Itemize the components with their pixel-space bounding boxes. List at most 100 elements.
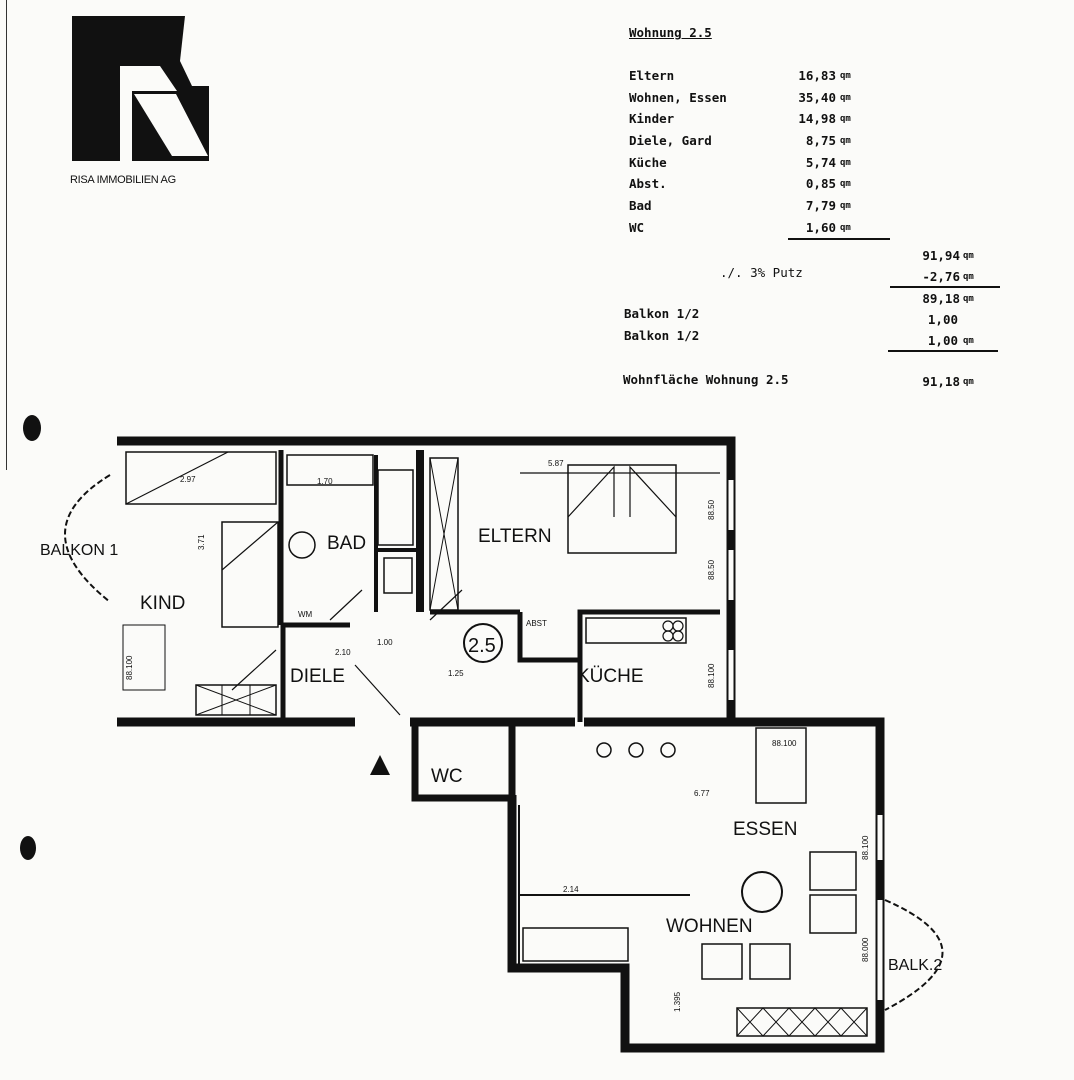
interior-wall [278,450,350,722]
interior-wall [374,455,418,612]
room-label-wc: WC [431,766,463,787]
room-label-bad: BAD [327,533,366,554]
room-area: 1,60 [805,220,836,235]
unit-label: qm [840,114,851,124]
dimension: 6.77 [694,789,710,798]
dimension: 2.14 [563,885,579,894]
wardrobe [125,451,277,505]
scan-margin-line [6,0,7,470]
dimension: 3.71 [197,534,206,550]
total-area: 91,18 [922,374,960,389]
room-area: 0,85 [805,176,836,191]
unit-label: qm [840,158,851,168]
dimension: 1.00 [377,638,393,647]
shelf [195,684,277,716]
after-putz: 89,18 [922,291,960,306]
sum-rule [890,286,1000,288]
window [110,480,883,1000]
room-label-kueche: KÜCHE [577,666,644,687]
unit-label: qm [840,201,851,211]
room-area: 7,79 [805,198,836,213]
dimension: 2.10 [335,648,351,657]
round-table [741,871,783,913]
room-name: Küche [629,155,667,170]
dimension: 88.000 [861,937,870,962]
dimension: 1.70 [317,477,333,486]
sum-rule [888,350,998,352]
room-name: WC [629,220,645,235]
subtotal: 91,94 [922,248,960,263]
punch-hole [23,415,41,441]
cabinet [377,469,414,546]
dimension: 88.100 [125,655,134,680]
room-name: Bad [629,198,652,213]
bathtub [286,454,374,486]
room-label-wohnen: WOHNEN [666,916,753,937]
interior-line [518,805,690,968]
room-label-eltern: ELTERN [478,526,552,547]
unit-label: qm [840,93,851,103]
unit-label: qm [840,179,851,189]
entrance-arrow-icon [370,755,390,775]
toilet [383,557,413,594]
balcony-name: Balkon 1/2 [624,328,700,343]
unit-label: qm [963,336,974,346]
unit-label: qm [840,136,851,146]
room-label-essen: ESSEN [733,819,797,840]
room-area: 5,74 [805,155,836,170]
wc-wall [411,722,516,802]
counter [585,617,687,644]
unit-label: qm [963,294,974,304]
unit-label: qm [963,251,974,261]
room-area: 14,98 [798,111,836,126]
dimension: 2.97 [180,475,196,484]
room-name: Diele, Gard [629,133,712,148]
dimension: 1.395 [673,991,682,1012]
room-area: 16,83 [798,68,836,83]
unit-number-circle [463,623,503,663]
dimension: 5.87 [548,459,564,468]
dimension: 88.100 [861,835,870,860]
room-name: Abst. [629,176,667,191]
room-label-balk2: BALK.2 [888,957,942,974]
washing-machine-label: WM [298,610,313,619]
unit-label: qm [840,71,851,81]
shower-drain [288,531,316,559]
room-name: Eltern [629,68,675,83]
table [755,727,807,804]
dimension: 88.50 [707,499,716,520]
balcony-area: 1,00 [927,312,958,327]
dimension: 88.100 [772,739,797,748]
room-name: Wohnen, Essen [629,90,727,105]
putz-label: ./. 3% Putz [720,265,803,280]
outer-wall [507,717,885,1053]
radiator-shelf [736,1007,868,1037]
company-name: RISA IMMOBILIEN AG [70,174,176,186]
wardrobe [429,457,459,611]
balcony-2-outline [884,899,944,1011]
punch-hole [20,836,36,860]
sum-rule [788,238,890,240]
unit-number: 2.5 [468,635,496,657]
room-label-balkon1: BALKON 1 [40,542,118,559]
bed [221,521,279,628]
double-bed [567,464,677,554]
unit-label: qm [963,272,974,282]
room-label-abst: ABST [526,619,547,628]
room-label-diele: DIELE [290,666,345,687]
unit-label: qm [963,377,974,387]
putz-value: -2,76 [922,269,960,284]
balcony-1-outline [64,474,111,603]
room-area: 8,75 [805,133,836,148]
unit-label: qm [840,223,851,233]
sideboard [522,927,629,962]
balcony-area: 1,00 [927,333,958,348]
room-label-kind: KIND [140,593,185,614]
room-name: Kinder [629,111,675,126]
dimension: 88.50 [707,559,716,580]
room-area: 35,40 [798,90,836,105]
dimension: 88.100 [707,663,716,688]
desk [122,624,166,691]
balcony-name: Balkon 1/2 [624,306,700,321]
